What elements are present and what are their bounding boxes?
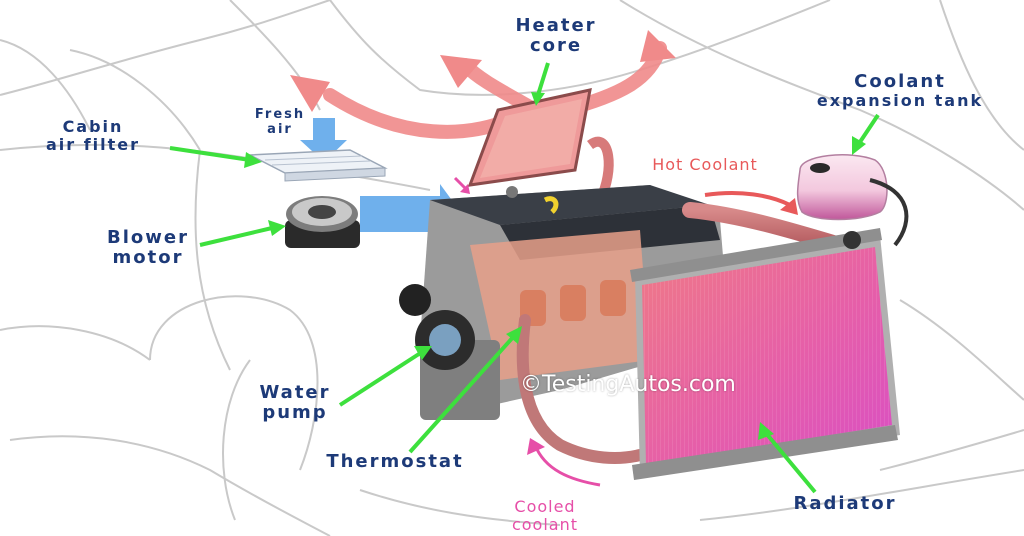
pointer-heater-core (536, 62, 550, 96)
radiator (630, 228, 900, 480)
blower-motor-label: Blower motor (107, 227, 189, 269)
pointer-arrows (169, 62, 880, 494)
pointer-cabin-filter (169, 146, 251, 162)
hot-coolant-arrow (704, 191, 791, 207)
coolant-expansion-tank (796, 154, 909, 249)
heater-core-label: Heater core (515, 15, 597, 57)
warm-air-arrowhead (440, 55, 482, 88)
heater-core (467, 88, 592, 187)
cabin-air-filter (247, 149, 388, 182)
pointer-thermostat (408, 333, 517, 454)
cooled-coolant-arrowhead (527, 438, 545, 455)
pointer-water-pump (338, 350, 424, 407)
watermark: ©TestingAutos.com (520, 372, 736, 397)
warm-air-arrowhead (290, 75, 330, 112)
thermostat-label: Thermostat (326, 451, 464, 472)
coolant-tank-label: Coolant expansion tank (816, 71, 984, 111)
pointer-blower-motor (199, 226, 273, 247)
pointer-coolant-tank (858, 113, 880, 144)
pointer-radiator (763, 430, 817, 494)
hot-coolant-arrowhead (780, 198, 798, 215)
fresh-air-label: Fresh air (254, 107, 306, 137)
water-pump-label: Water pump (259, 382, 331, 424)
cooled-coolant-arrow (533, 444, 601, 487)
lower-radiator-hose (516, 314, 646, 464)
warm-air-arrowhead (640, 30, 676, 62)
radiator-label: Radiator (793, 493, 897, 514)
cooled-coolant-label: Cooled coolant (511, 497, 579, 534)
blower-motor (285, 196, 360, 248)
cabin-filter-label: Cabin air filter (45, 117, 141, 154)
hot-coolant-label: Hot Coolant (652, 155, 758, 174)
